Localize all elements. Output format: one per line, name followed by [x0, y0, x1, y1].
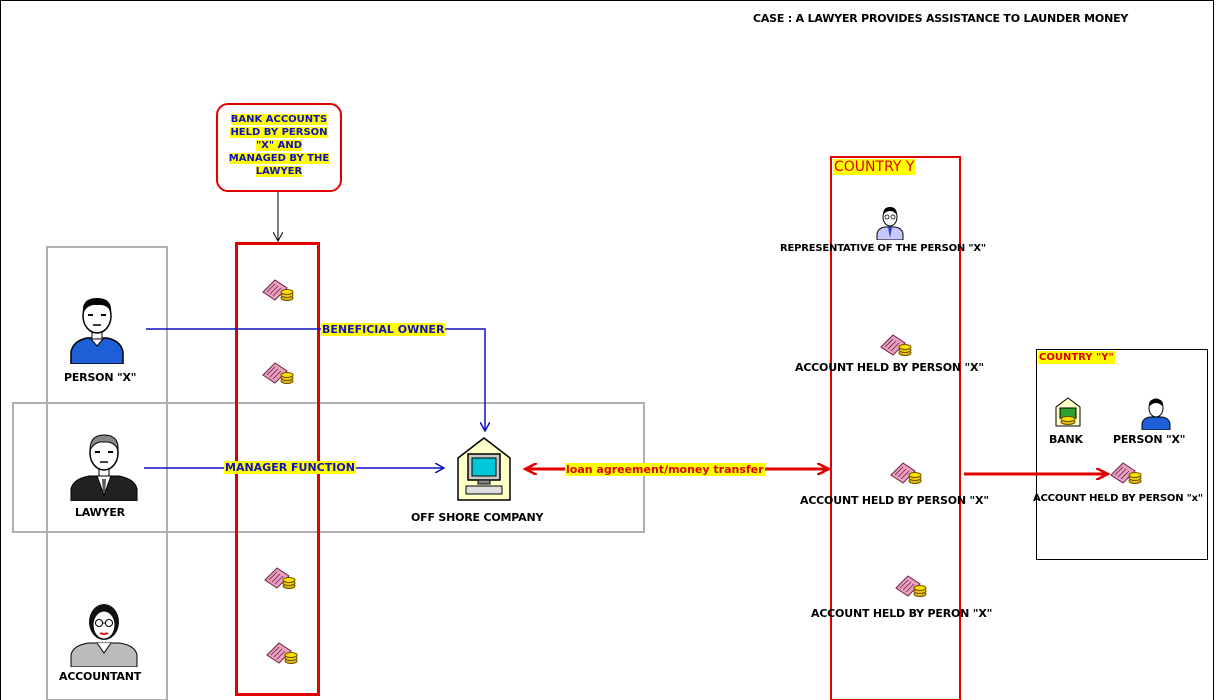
offshore-company-label: OFF SHORE COMPANY [411, 511, 544, 524]
person-icon [1141, 398, 1171, 430]
callout-line-2: HELD BY PERSON [230, 127, 328, 138]
lawyer-icon [70, 434, 138, 501]
account-3-label: ACCOUNT HELD BY PERON "X" [811, 607, 993, 620]
beneficial-owner-label: BENEFICIAL OWNER [321, 323, 446, 336]
case-title: CASE : A LAWYER PROVIDES ASSISTANCE TO L… [753, 12, 1129, 25]
manager-function-label: MANAGER FUNCTION [224, 461, 356, 474]
bank-account-icon [890, 462, 922, 484]
bank-icon [1055, 397, 1081, 427]
loan-agreement-label: loan agreement/money transfer [565, 463, 765, 476]
callout-line-3: "X" AND [255, 140, 302, 151]
callout-line-4: MANAGED BY THE [228, 153, 330, 164]
person-x-label: PERSON "X" [64, 371, 137, 384]
country-y2-title: COUNTRY "Y" [1038, 351, 1115, 364]
bank-label: BANK [1049, 433, 1083, 446]
beneficial-owner-line [146, 328, 485, 431]
bank-account-icon [262, 279, 294, 301]
country-y-title: COUNTRY Y [833, 159, 916, 175]
country-y2-box [1036, 349, 1208, 560]
bank-accounts-callout: BANK ACCOUNTS HELD BY PERSON "X" AND MAN… [216, 103, 342, 192]
representative-icon [876, 207, 904, 240]
representative-label: REPRESENTATIVE OF THE PERSON "X" [780, 243, 986, 254]
lawyer-label: LAWYER [75, 506, 125, 519]
account-1-label: ACCOUNT HELD BY PERSON "X" [795, 361, 984, 374]
bank-account-icon [895, 575, 927, 597]
callout-line-5: LAWYER [255, 166, 303, 177]
computer-icon [457, 437, 511, 501]
account-x-label: ACCOUNT HELD BY PERSON "x" [1033, 493, 1203, 504]
bank-account-icon [264, 567, 296, 589]
accountant-icon [70, 604, 138, 667]
account-2-label: ACCOUNT HELD BY PERSON "X" [800, 494, 989, 507]
accountant-label: ACCOUNTANT [59, 670, 142, 683]
bank-account-icon [1110, 462, 1142, 484]
bank-account-icon [266, 642, 298, 664]
person-x-country-label: PERSON "X" [1113, 433, 1186, 446]
bank-account-icon [262, 362, 294, 384]
callout-line-1: BANK ACCOUNTS [230, 114, 328, 125]
bank-account-icon [880, 334, 912, 356]
person-icon [70, 298, 124, 364]
